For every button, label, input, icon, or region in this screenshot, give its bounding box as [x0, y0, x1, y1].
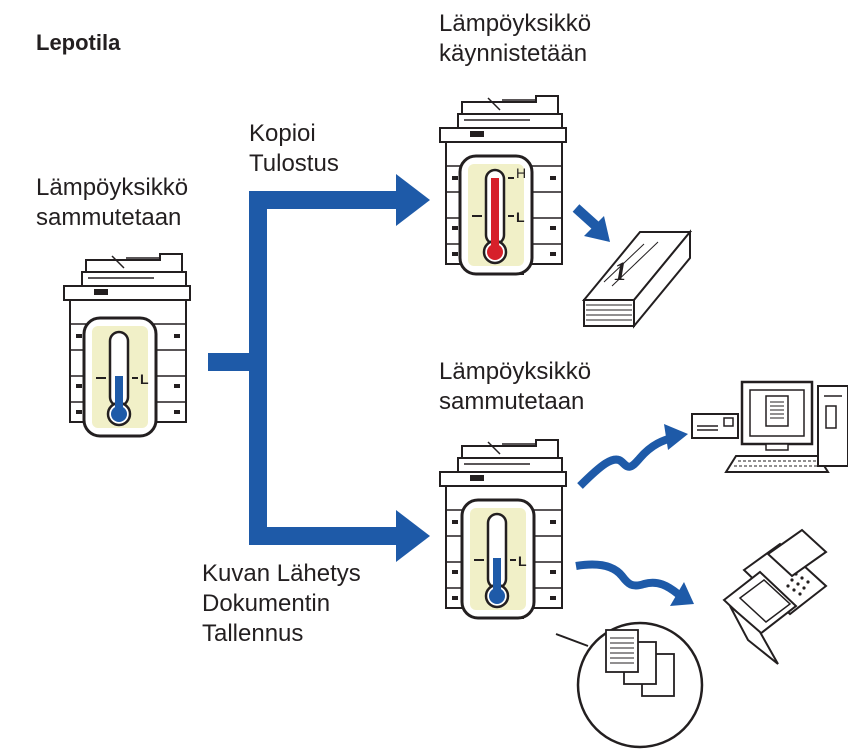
- top-thermometer-icon: H L: [458, 154, 534, 276]
- printed-document-icon: 1: [581, 229, 693, 329]
- top-jobs-line1: Kopioi: [249, 120, 316, 147]
- email-envelope-icon: [691, 413, 739, 439]
- bottom-machine-label-line1: Lämpöyksikkö: [439, 358, 592, 385]
- output-page-number: 1: [614, 257, 627, 286]
- send-arrow-to-computer: [577, 424, 688, 489]
- send-arrow-to-fax: [575, 560, 694, 606]
- top-output-arrow: [572, 204, 610, 242]
- top-machine-label-line2: käynnistetään: [439, 40, 588, 67]
- arrow-head-bottom: [396, 510, 430, 562]
- computer-icon: [724, 380, 848, 473]
- bottom-jobs-line1: Kuvan Lähetys: [202, 560, 361, 587]
- branch-arrows: [208, 174, 430, 562]
- diagram-title: Lepotila: [36, 30, 121, 55]
- bottom-gauge-low-label: L: [518, 553, 527, 569]
- stored-documents-icon: [555, 621, 704, 749]
- top-jobs-line2: Tulostus: [249, 150, 339, 177]
- top-machine-label-line1: Lämpöyksikkö: [439, 10, 592, 37]
- left-machine-label-line1: Lämpöyksikkö: [36, 174, 189, 201]
- fax-machine-icon: [722, 528, 828, 665]
- bottom-machine-label-line2: sammutetaan: [439, 388, 585, 415]
- bottom-jobs-line3: Tallennus: [202, 620, 304, 647]
- left-machine-label-line2: sammutetaan: [36, 204, 182, 231]
- top-gauge-high-label: H: [516, 165, 526, 181]
- bottom-jobs-line2: Dokumentin: [202, 590, 331, 617]
- left-thermometer-icon: L: [82, 316, 158, 438]
- left-gauge-low-label: L: [140, 371, 149, 387]
- arrow-head-top: [396, 174, 430, 226]
- top-gauge-low-label: L: [516, 209, 525, 225]
- bottom-thermometer-icon: L: [460, 498, 536, 620]
